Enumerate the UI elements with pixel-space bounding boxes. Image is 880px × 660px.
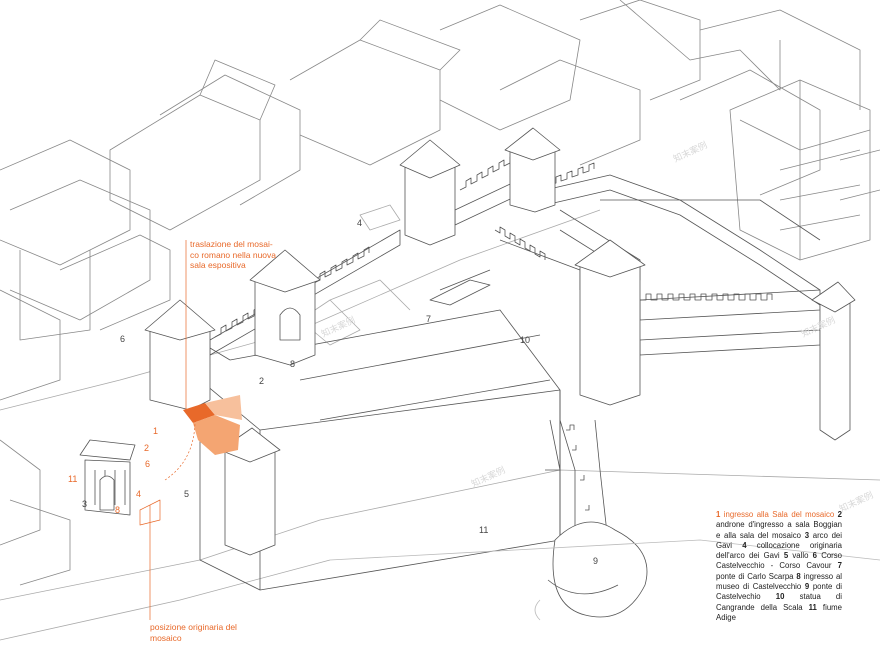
label-11: 11 — [479, 525, 489, 535]
castle-main-walls — [179, 309, 561, 591]
label-orange-2: 2 — [144, 443, 150, 453]
legend: 1 ingresso alla Sala del mosaico 2 andro… — [716, 510, 842, 623]
label-8: 8 — [290, 359, 296, 369]
legend-text-7: ponte di Carlo Scarpa — [716, 571, 794, 581]
legend-num-5: 5 — [783, 551, 789, 561]
city-buildings-top — [109, 0, 880, 261]
annotation-posizione: posizione originaria del mosaico — [150, 622, 237, 643]
legend-text-8: ingresso al museo di Castelvecchio — [716, 571, 843, 591]
legend-num-7: 7 — [837, 561, 842, 571]
label-orange-8: 8 — [115, 505, 121, 515]
legend-num-2: 2 — [837, 510, 843, 519]
legend-num-8: 8 — [796, 571, 801, 581]
label-orange-6: 6 — [145, 459, 151, 469]
legend-text-6: Corso Castelvecchio - Corso Cavour — [716, 551, 842, 571]
label-2: 2 — [259, 376, 265, 386]
legend-num-4: 4 — [742, 540, 747, 550]
bridge-castelvecchio — [545, 419, 648, 618]
label-4: 4 — [357, 218, 363, 228]
legend-num-3: 3 — [804, 530, 810, 540]
city-buildings-left — [0, 139, 171, 586]
label-orange-1: 1 — [153, 426, 159, 436]
label-10: 10 — [520, 335, 531, 345]
label-9: 9 — [593, 556, 599, 566]
label-orange-11: 11 — [68, 474, 78, 484]
mosaic-highlight — [183, 395, 242, 455]
legend-text-10: statua di Cangrande della Scala — [716, 592, 843, 612]
legend-text-9: ponte di Castelvechio — [716, 581, 843, 602]
legend-text-4: collocazione originaria dell'arco dei Ga… — [716, 540, 842, 561]
legend-item-1: 1 ingresso alla Sala del mosaico — [716, 510, 835, 519]
label-5: 5 — [184, 489, 190, 499]
legend-text-11: fiume Adige — [716, 602, 842, 622]
legend-num-6: 6 — [812, 551, 817, 561]
legend-text-2: androne d'ingresso a sala Boggian e alla… — [716, 520, 842, 540]
annotation-traslazione: traslazione del mosai- co romano nella n… — [190, 239, 277, 271]
legend-num-11: 11 — [808, 602, 817, 612]
label-orange-4: 4 — [136, 489, 142, 499]
label-3: 3 — [82, 499, 88, 509]
legend-text-5: vallo — [792, 551, 809, 561]
leader-lines — [139, 240, 196, 620]
towers — [144, 127, 856, 556]
legend-num-9: 9 — [804, 581, 810, 591]
legend-num-10: 10 — [775, 592, 785, 602]
ponte-scarpa — [429, 269, 491, 306]
legend-text-3: arco dei Gavi — [716, 530, 842, 550]
arco-dei-gavi — [79, 439, 136, 516]
label-6: 6 — [120, 334, 126, 344]
river-adige — [329, 539, 880, 621]
label-7: 7 — [426, 314, 432, 324]
